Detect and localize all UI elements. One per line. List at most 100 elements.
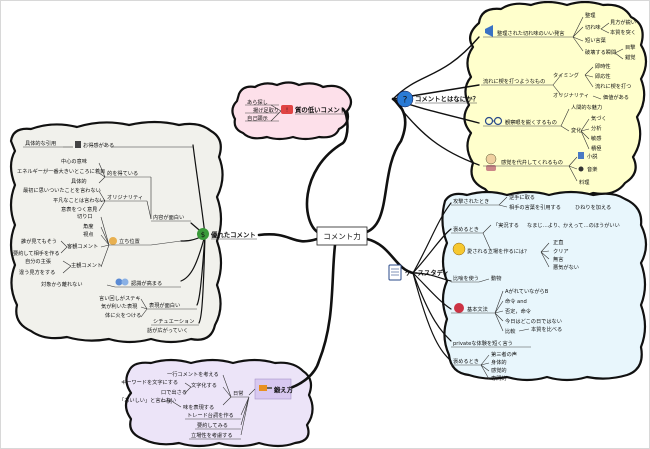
case-e-label[interactable]: privateな体験を短く言う	[453, 339, 513, 347]
case-d-label[interactable]: 基本文法	[467, 305, 488, 313]
case-d-sub5[interactable]: 比較	[505, 327, 516, 335]
comment-g1-sub1[interactable]: 整理	[585, 11, 596, 19]
comment-g1-sub2b[interactable]: 本質を突く	[610, 28, 636, 36]
training-d-label[interactable]: 立場性を考慮する	[191, 431, 233, 439]
excellent-b-sub1c[interactable]: 具体的	[71, 177, 87, 185]
training-a-sub3b[interactable]: 味を表現する	[183, 403, 214, 411]
case-b-sub1[interactable]: 「実況する	[493, 221, 519, 229]
comment-g2-sub2[interactable]: オリジナリティ	[553, 92, 589, 99]
case-b-label[interactable]: 褒めるとき	[453, 225, 479, 233]
excellent-c-sub5a[interactable]: 自分の主張	[25, 257, 52, 265]
excellent-c-label[interactable]: 立ち位置	[119, 237, 140, 245]
comment-g3-sub2c[interactable]: 敏感	[591, 134, 601, 142]
comment-g2-sub1a[interactable]: 即時性	[595, 62, 611, 70]
comment-g3-label[interactable]: 観察眼を鋭くするもの	[505, 118, 557, 126]
comment-g1-sub4b[interactable]: 錯覚	[625, 53, 635, 61]
training-a-sub2b[interactable]: 口で出さる	[161, 388, 187, 396]
case-b-sub2[interactable]: 愛される立場を作るには？	[467, 247, 529, 255]
comment-g1-sub2a[interactable]: 見方が鋭い	[610, 18, 636, 26]
excellent-c-sub5b[interactable]: 違う見方をする	[19, 268, 55, 276]
excellent-d-sub1[interactable]: 対象から離れない	[41, 280, 83, 288]
case-a-sub1[interactable]: 逆手に取る	[509, 193, 535, 201]
excellent-c-sub4a[interactable]: 誰が見てもそう	[21, 237, 57, 245]
excellent-b-sub1b[interactable]: エネルギーが一番大きいところに着目	[17, 167, 105, 175]
comment-g1-sub3[interactable]: 短い言葉	[585, 36, 607, 44]
excellent-c-sub2[interactable]: 角度	[83, 222, 93, 230]
low-quality-title[interactable]: 質の低いコメント	[295, 105, 346, 114]
excellent-b-sub2c[interactable]: 意表をつく意見	[61, 205, 97, 213]
case-c-sub1[interactable]: 動物	[491, 274, 501, 282]
case-f-sub4[interactable]: 専門的	[491, 374, 507, 382]
training-a-sub1[interactable]: 一行コメントを考える	[167, 370, 219, 378]
excellent-f-sub1[interactable]: 話が広がっていく	[147, 326, 188, 334]
training-a-label[interactable]: 日常	[233, 389, 243, 397]
case-f-label[interactable]: 褒めるとき	[453, 357, 479, 365]
excellent-c-sub4[interactable]: 客観コメント	[67, 242, 98, 250]
case-b-sub2d[interactable]: 悪気がない	[553, 263, 579, 271]
excellent-c-sub4b[interactable]: 要約して相手を作る	[13, 249, 60, 257]
training-a-sub2a[interactable]: キーワードを文字にする	[121, 378, 178, 386]
excellent-b-sub1a[interactable]: 中心の意味	[61, 157, 87, 165]
excellent-e-label[interactable]: 表現が面白い	[149, 301, 180, 309]
excellent-e-sub3[interactable]: 体に火をつける	[105, 311, 141, 319]
comment-g4-sub1[interactable]: 小説	[587, 152, 597, 160]
comment-g4-label[interactable]: 感覚を代弁してくれるもの	[501, 158, 563, 166]
center-node-box[interactable]	[316, 226, 368, 246]
excellent-d-label[interactable]: 認識が高まる	[131, 279, 162, 287]
comment-g2-sub1[interactable]: タイミング	[553, 71, 579, 79]
comment-g1-label[interactable]: 整理された切れ味のいい発言	[497, 29, 564, 37]
case-b-sub1a[interactable]: なまじ…より、かえって…のほうがいい	[527, 221, 620, 229]
excellent-b-sub2a[interactable]: 最初に思いついたことを言わない	[23, 186, 101, 194]
comment-g1-sub4a[interactable]: 目撃	[625, 43, 635, 51]
comment-g3-sub1[interactable]: 人間的な魅力	[571, 103, 602, 111]
comment-g3-sub2d[interactable]: 積極	[591, 144, 601, 152]
low-quality-item-1[interactable]: あら探し	[247, 98, 268, 106]
case-d-sub5a[interactable]: 本質を比べる	[531, 325, 562, 333]
low-quality-item-3[interactable]: 自己顕示	[247, 114, 268, 122]
comment-g3-sub2[interactable]: 変化	[571, 126, 581, 134]
excellent-c-sub3[interactable]: 視点	[83, 230, 93, 238]
excellent-a-label[interactable]: 具体的な引用	[25, 139, 56, 147]
excellent-b-sub2[interactable]: オリジナリティ	[107, 194, 143, 201]
case-d-sub2[interactable]: 命令 and	[505, 297, 527, 305]
excellent-e-sub2[interactable]: 気が利いた表現	[101, 302, 138, 310]
comment-g4-sub3[interactable]: 料理	[579, 178, 590, 186]
case-a-sub2a[interactable]: ひねりを加える	[575, 203, 611, 211]
comment-g1-sub4[interactable]: 破壊する瞬間	[585, 48, 616, 56]
case-c-label[interactable]: 比喩を使う	[453, 274, 479, 282]
comment-g3-sub2a[interactable]: 気づく	[591, 114, 607, 122]
comment-g2-label[interactable]: 流れに楔を打つようなもの	[483, 77, 545, 85]
training-c-label[interactable]: 要約してみる	[197, 421, 228, 429]
training-title[interactable]: 鍛え方	[274, 385, 294, 394]
comment-g2-sub2a[interactable]: 価値がある	[603, 93, 629, 101]
excellent-c-sub5[interactable]: 主観コメント	[71, 261, 102, 269]
case-d-sub4[interactable]: 今日はどこの日ではない	[505, 317, 562, 325]
low-quality-item-2[interactable]: 揚げ足取り	[253, 106, 279, 114]
excellent-b-sub2b[interactable]: 平凡なことは言わない	[53, 196, 105, 204]
case-a-sub2[interactable]: 相手の言葉を引用する	[509, 203, 561, 211]
case-d-sub1[interactable]: AがれていながらB	[505, 287, 549, 295]
case-d-sub3[interactable]: 否定，命令	[505, 307, 532, 315]
case-f-sub3[interactable]: 感覚的	[491, 366, 507, 374]
excellent-a-sub1[interactable]: お得感がある	[83, 141, 114, 149]
excellent-c-sub1[interactable]: 切り口	[77, 213, 93, 220]
case-b-sub2c[interactable]: 無言	[553, 255, 563, 263]
training-a-sub2[interactable]: 文字化する	[191, 381, 217, 389]
comment-g3-sub2b[interactable]: 分析	[591, 124, 601, 132]
training-a-sub3[interactable]: 例	[167, 397, 172, 405]
case-f-sub1[interactable]: 第三者の声	[491, 350, 517, 358]
excellent-b-label[interactable]: 内容が面白い	[153, 213, 184, 221]
comment-title[interactable]: コメントとはなにか？	[415, 94, 479, 103]
training-a-sub3a[interactable]: 「おいしい」と言わない	[119, 396, 176, 404]
excellent-b-sub1[interactable]: 的を得ている	[107, 169, 138, 177]
comment-g1-sub2[interactable]: 切れ味	[585, 23, 601, 31]
training-b-label[interactable]: トレード台詞を作る	[187, 411, 234, 419]
excellent-e-sub1[interactable]: 言い回しがステキ	[99, 294, 141, 302]
case-f-sub2[interactable]: 身体的	[491, 358, 507, 366]
excellent-f-label[interactable]: シチュエーション	[153, 318, 194, 325]
comment-g2-sub1c[interactable]: 流れに楔を打つ	[595, 82, 631, 90]
case-a-label[interactable]: 攻撃されたとき	[453, 197, 489, 205]
case-b-sub2b[interactable]: クリア	[553, 248, 569, 255]
comment-g4-sub2[interactable]: 音楽	[587, 165, 597, 173]
comment-g2-sub1b[interactable]: 即応性	[595, 72, 611, 80]
